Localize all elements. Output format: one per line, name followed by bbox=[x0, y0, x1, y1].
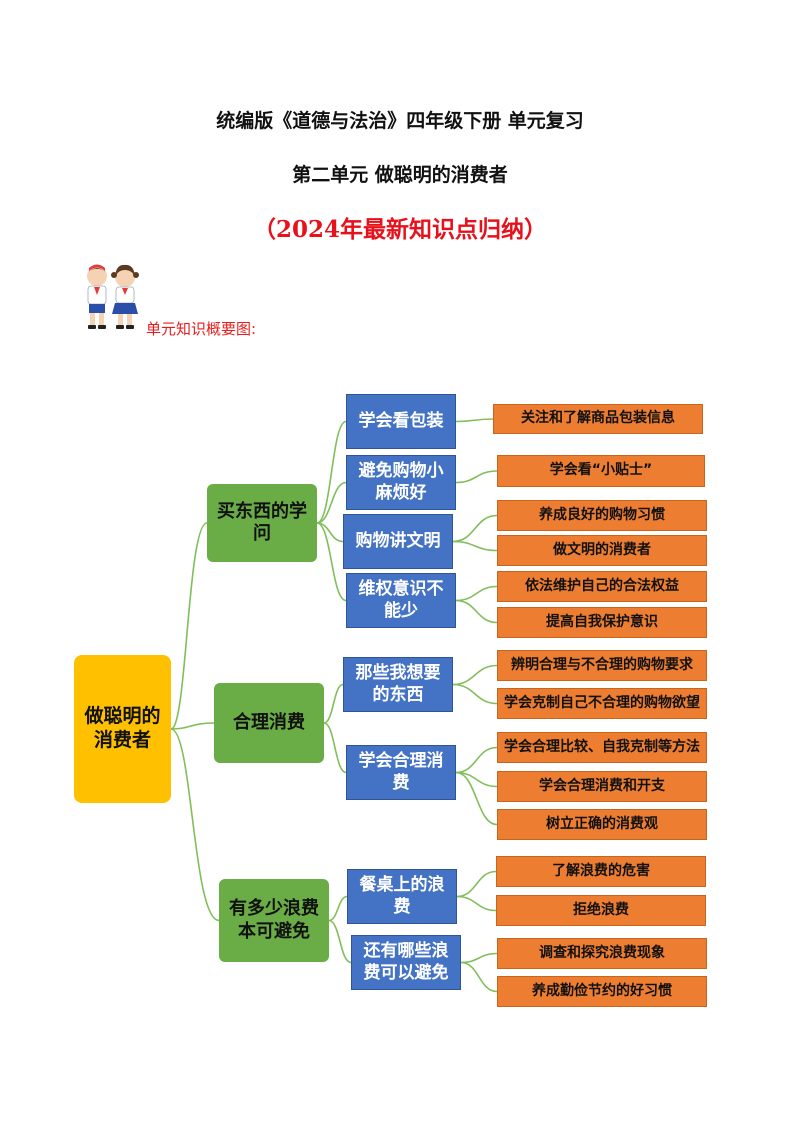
connector-point-distinguish-requests bbox=[452, 664, 498, 686]
connector-point-packaging-info bbox=[455, 418, 494, 423]
connector-point-correct-values bbox=[455, 771, 498, 826]
point-legal-rights: 依法维护自己的合法权益 bbox=[497, 571, 707, 602]
unit-title: 第二单元 做聪明的消费者 bbox=[292, 164, 508, 186]
highlight-title: （2024年最新知识点归纳） bbox=[252, 216, 547, 243]
connector-point-good-habits bbox=[452, 514, 498, 543]
topic-civilized-shopping: 购物讲文明 bbox=[343, 514, 453, 569]
point-packaging-info: 关注和了解商品包装信息 bbox=[493, 404, 703, 434]
connector-topic-read-packaging bbox=[316, 420, 347, 524]
point-waste-harm: 了解浪费的危害 bbox=[496, 856, 706, 887]
section-label: 单元知识概要图: bbox=[146, 320, 257, 338]
point-self-protection: 提高自我保护意识 bbox=[497, 607, 707, 638]
point-thrift-habit: 养成勤俭节约的好习惯 bbox=[497, 976, 707, 1007]
point-good-habits: 养成良好的购物习惯 bbox=[497, 500, 707, 531]
connector-point-waste-harm bbox=[456, 870, 497, 898]
point-civilized-consumer: 做文明的消费者 bbox=[497, 535, 707, 566]
branch-avoid-waste: 有多少浪费本可避免 bbox=[219, 879, 329, 962]
connector-branch-rational-consumption bbox=[170, 722, 215, 730]
point-control-desire: 学会克制自己不合理的购物欲望 bbox=[497, 688, 707, 719]
mindmap-root: 做聪明的消费者 bbox=[74, 655, 171, 803]
connector-point-compare-methods bbox=[455, 746, 498, 774]
topic-rights-awareness: 维权意识不能少 bbox=[346, 573, 456, 628]
connector-point-investigate-waste bbox=[460, 952, 498, 964]
connector-topic-learn-rational-consumption bbox=[323, 722, 347, 774]
topic-other-waste: 还有哪些浪费可以避免 bbox=[351, 935, 461, 990]
point-distinguish-requests: 辨明合理与不合理的购物要求 bbox=[497, 650, 707, 681]
connector-topic-other-waste bbox=[328, 919, 352, 964]
point-compare-methods: 学会合理比较、自我克制等方法 bbox=[497, 732, 707, 763]
connector-branch-avoid-waste bbox=[170, 728, 220, 922]
connector-point-refuse-waste bbox=[456, 895, 497, 912]
connector-branch-shopping bbox=[170, 522, 208, 730]
connector-topic-rights-awareness bbox=[316, 522, 347, 602]
connector-point-thrift-habit bbox=[460, 961, 498, 993]
point-correct-values: 树立正确的消费观 bbox=[497, 809, 707, 840]
connector-point-self-protection bbox=[455, 599, 498, 624]
point-investigate-waste: 调查和探究浪费现象 bbox=[497, 938, 707, 969]
topic-avoid-trouble: 避免购物小麻烦好 bbox=[346, 455, 456, 510]
topic-read-packaging: 学会看包装 bbox=[346, 394, 456, 449]
branch-shopping: 买东西的学问 bbox=[207, 484, 317, 562]
branch-rational-consumption: 合理消费 bbox=[214, 683, 324, 763]
connector-point-civilized-consumer bbox=[452, 540, 498, 552]
topic-things-i-want: 那些我想要的东西 bbox=[343, 657, 453, 712]
connector-point-read-tips bbox=[455, 470, 498, 484]
topic-table-waste: 餐桌上的浪费 bbox=[347, 869, 457, 924]
students-illustration bbox=[87, 264, 139, 329]
topic-learn-rational-consumption: 学会合理消费 bbox=[346, 745, 456, 800]
point-read-tips: 学会看“小贴士” bbox=[497, 455, 705, 487]
document-title: 统编版《道德与法治》四年级下册 单元复习 bbox=[216, 110, 584, 132]
connector-topic-avoid-trouble bbox=[316, 481, 347, 524]
point-rational-spending: 学会合理消费和开支 bbox=[497, 771, 707, 802]
connector-topic-table-waste bbox=[328, 895, 348, 922]
point-refuse-waste: 拒绝浪费 bbox=[496, 895, 706, 926]
connector-point-legal-rights bbox=[455, 585, 498, 602]
connector-topic-things-i-want bbox=[323, 683, 344, 724]
connector-point-control-desire bbox=[452, 683, 498, 705]
